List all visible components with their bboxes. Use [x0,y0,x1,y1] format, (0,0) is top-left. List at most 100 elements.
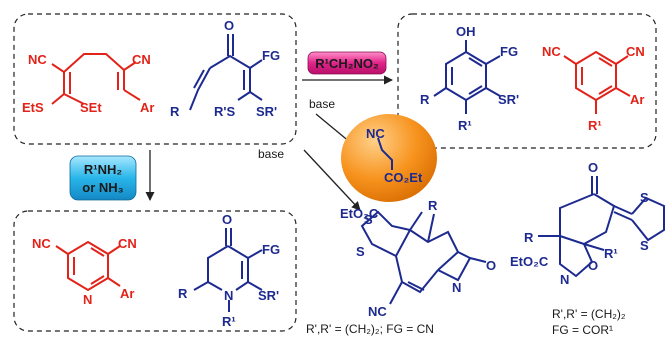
pyridine-cn-label: CN [118,236,137,251]
amine-label-line1: R¹NH₂ [84,162,122,177]
pyrrolizine-s1-label: S [364,212,373,227]
oxazoline-r-label: R [524,230,534,245]
diene-ets-label: EtS [22,100,44,115]
pyridinone-structure [193,228,263,312]
pyrrolizine-s2-label: S [356,244,365,259]
pyridine-nc-bond [55,245,69,255]
pyrrolizine-r-label: R [428,198,438,213]
dienone-r-label: R [170,104,180,119]
diene-bridge [63,53,125,73]
phenol-double-c [468,85,483,95]
pyridine-double-b [90,247,105,257]
dienone-rs-label: R'S [214,104,235,119]
dienone-s1-bond [237,91,251,101]
pyridine-nc-label: NC [32,236,51,251]
heterocycle-products-box [13,210,297,332]
isocyanoacetate-ester: CO₂Et [384,170,423,185]
nitroalkane-label: R¹CH₂NO₂ [315,56,379,71]
diene-set-label: SEt [80,100,102,115]
pyridinone-fg-label: FG [262,242,280,257]
dithiolane-ring [360,210,411,257]
oxazoline-n-label: N [560,272,569,287]
pyridine-n-label: N [83,292,92,307]
pyridinone-left [207,245,229,291]
oxazoline-structure [538,176,665,278]
pyridinone-r-bond [193,281,209,291]
benzonitrile-nc-bond [563,55,577,65]
pyridinone-fg-bond [247,249,263,259]
dienone-sr-label: SR' [256,104,277,119]
pyrrolizine-r-bond [427,213,435,243]
diene-bonds-left [51,63,65,105]
pyridine-structure [55,240,121,292]
phenol-double-b [468,57,483,67]
benzonitrile-ar-label: Ar [630,92,644,107]
pyrrolizine-co-bond [469,257,487,263]
dienone-o-label: O [224,18,234,33]
pyrrolizine-ring-a [409,229,460,271]
phenol-fg-label: FG [500,44,518,59]
oxazoline-s1-label: S [640,190,649,205]
diene-dinitrile-structure [51,53,141,105]
dithiolane-ring-2 [631,196,665,242]
pyrrolizine-structure [360,210,487,305]
dienone-fg-label: FG [262,48,280,63]
benzonitrile-cn-label: CN [626,44,645,59]
pyrrolizine-ester-bond [409,211,423,231]
nitroalkane-pill [307,51,387,75]
oxazoline-condition-1: R',R' = (CH₂)₂ [552,307,626,321]
ketene-dithioacetal-double [613,211,633,221]
pyridinone-right [227,245,249,291]
pyridinone-r-label: R [178,286,188,301]
benzonitrile-structure [563,50,631,114]
benzonitrile-cn-bond [615,55,629,65]
pyrrolizine-double [407,281,425,291]
pyridine-ar-bond [107,277,121,287]
oxazoline-o1-label: O [588,160,598,175]
benzonitrile-nc-label: NC [542,44,561,59]
benzonitrile-double-b [598,57,613,67]
pyridine-cn-bond [107,245,121,255]
dienone-left-arm [189,67,211,111]
oxazoline-ester-label: EtO₂C [510,254,549,269]
oxazoline-r1-label: R¹ [604,246,618,261]
diene-nc-label: NC [28,52,47,67]
starting-materials-box [13,13,297,145]
pyridinone-sr-label: SR' [258,288,279,303]
diene-cn-label: CN [132,52,151,67]
phenol-structure [433,40,501,114]
cyclohexanone-ring [559,193,616,246]
benzonitrile-ar-bond [615,87,631,97]
benzonitrile-double-c [598,85,613,95]
pyrrolizine-ring-b [437,251,472,282]
base-label-1: base [309,97,335,111]
dienone-structure [189,34,263,111]
amine-pill [69,155,137,201]
phenol-sr-bond [485,87,501,97]
oxazoline-s2-label: S [640,238,649,253]
arrow-from-base-2 [303,149,361,211]
phenol-sr-label: SR' [498,92,519,107]
base-label-2: base [258,147,284,161]
amine-label-line2: or NH₃ [82,180,123,195]
dienone-fg-bond [249,59,263,69]
oxazoline-condition-2: FG = COR¹ [552,323,613,337]
ketene-dithioacetal-bond [613,205,633,215]
pyridinone-sr-bond [247,281,263,291]
diene-ar-bond [123,89,141,101]
diene-cn-bond [123,61,137,71]
dienone-double-1 [193,69,205,89]
pyridine-ar-label: Ar [120,286,134,301]
pyrrolizine-ester-label: EtO₂C [340,206,379,221]
phenol-r1-label: R¹ [458,118,472,133]
pyrrolizine-n-label: N [452,280,461,295]
oxazoline-o2-label: O [588,258,598,273]
pyridinone-n-label: N [224,288,233,303]
phenol-oh-label: OH [456,24,476,39]
dienone-core [209,54,251,92]
pyrrolizine-o-label: O [486,258,496,273]
aromatic-products-box [397,13,657,149]
phenol-r-bond [433,87,447,97]
phenol-r-label: R [420,92,430,107]
